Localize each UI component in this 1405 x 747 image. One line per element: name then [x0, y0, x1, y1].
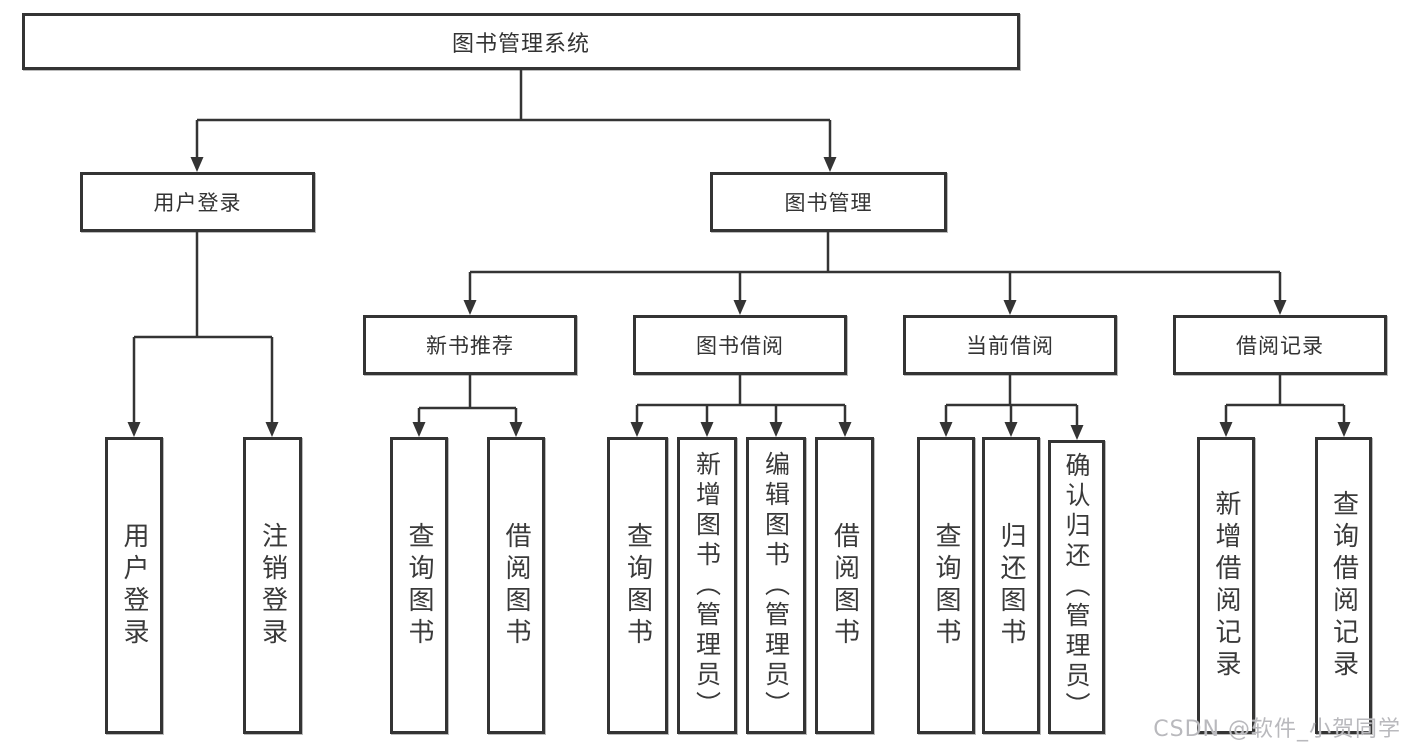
- node-book-borrow: 图书借阅: [633, 315, 847, 375]
- leaf-label: 查询借阅记录: [1328, 489, 1359, 682]
- arrowhead-down-icon: [1003, 300, 1017, 315]
- connector-line: [944, 375, 1079, 428]
- leaf-confirm-return-admin: 确认归还（管理员）: [1048, 440, 1105, 734]
- node-root-system: 图书管理系统: [22, 13, 1020, 70]
- leaf-label: 借阅图书: [501, 521, 531, 650]
- leaf-add-borrow-record: 新增借阅记录: [1197, 437, 1255, 734]
- leaf-label: 查询图书: [931, 521, 961, 650]
- leaf-current-query-books: 查询图书: [917, 437, 975, 734]
- leaf-recommend-borrow-books: 借阅图书: [487, 437, 545, 734]
- node-book-management-module: 图书管理: [710, 172, 947, 232]
- node-current-borrow: 当前借阅: [903, 315, 1117, 375]
- arrowhead-down-icon: [630, 422, 644, 437]
- arrowhead-down-icon: [265, 422, 279, 437]
- arrowhead-down-icon: [509, 422, 523, 437]
- connector-line: [1224, 375, 1346, 425]
- node-label: 当前借阅: [966, 334, 1054, 358]
- leaf-edit-books-admin: 编辑图书（管理员）: [746, 437, 806, 734]
- arrowhead-down-icon: [1337, 422, 1351, 437]
- arrowhead-down-icon: [769, 422, 783, 437]
- arrowhead-down-icon: [190, 157, 204, 172]
- leaf-label: 用户登录: [119, 521, 149, 650]
- leaf-query-borrow-record: 查询借阅记录: [1315, 437, 1372, 734]
- connector-line: [195, 70, 832, 160]
- leaf-label: 借阅图书: [829, 521, 860, 650]
- connector-line: [417, 375, 518, 425]
- leaf-label: 归还图书: [996, 521, 1026, 650]
- connector-line: [132, 232, 274, 425]
- node-borrow-records: 借阅记录: [1173, 315, 1387, 375]
- arrowhead-down-icon: [1273, 300, 1287, 315]
- leaf-label: 确认归还（管理员）: [1062, 452, 1091, 722]
- leaf-recommend-query-books: 查询图书: [390, 437, 448, 734]
- leaf-label: 新增借阅记录: [1211, 489, 1241, 682]
- node-label: 图书借阅: [696, 334, 784, 358]
- leaf-user-login: 用户登录: [105, 437, 163, 734]
- node-label: 借阅记录: [1236, 334, 1324, 358]
- arrowhead-down-icon: [700, 422, 714, 437]
- leaf-label: 查询图书: [404, 521, 434, 650]
- node-new-book-recommend: 新书推荐: [363, 315, 577, 375]
- leaf-label: 查询图书: [622, 521, 653, 650]
- node-user-login-module: 用户登录: [80, 172, 315, 232]
- arrowhead-down-icon: [939, 422, 953, 437]
- csdn-watermark: CSDN @软件_小贺同学: [1153, 717, 1401, 742]
- arrowhead-down-icon: [1219, 422, 1233, 437]
- arrowhead-down-icon: [838, 422, 852, 437]
- node-label: 新书推荐: [426, 334, 514, 358]
- connector-line: [635, 375, 847, 425]
- arrowhead-down-icon: [1004, 422, 1018, 437]
- leaf-borrow-books: 借阅图书: [815, 437, 874, 734]
- arrowhead-down-icon: [823, 157, 837, 172]
- leaf-label: 注销登录: [257, 521, 288, 650]
- leaf-add-books-admin: 新增图书（管理员）: [677, 437, 737, 734]
- arrowhead-down-icon: [733, 300, 747, 315]
- arrowhead-down-icon: [127, 422, 141, 437]
- leaf-label: 新增图书（管理员）: [692, 450, 722, 721]
- node-label: 图书管理: [784, 191, 873, 215]
- leaf-logout: 注销登录: [243, 437, 302, 734]
- leaf-return-books: 归还图书: [982, 437, 1040, 734]
- leaf-borrow-query-books: 查询图书: [607, 437, 668, 734]
- connector-line: [468, 232, 1282, 303]
- node-label: 用户登录: [153, 191, 242, 215]
- arrowhead-down-icon: [412, 422, 426, 437]
- arrowhead-down-icon: [1070, 425, 1084, 440]
- arrowhead-down-icon: [463, 300, 477, 315]
- leaf-label: 编辑图书（管理员）: [761, 450, 791, 721]
- node-label: 图书管理系统: [451, 31, 590, 57]
